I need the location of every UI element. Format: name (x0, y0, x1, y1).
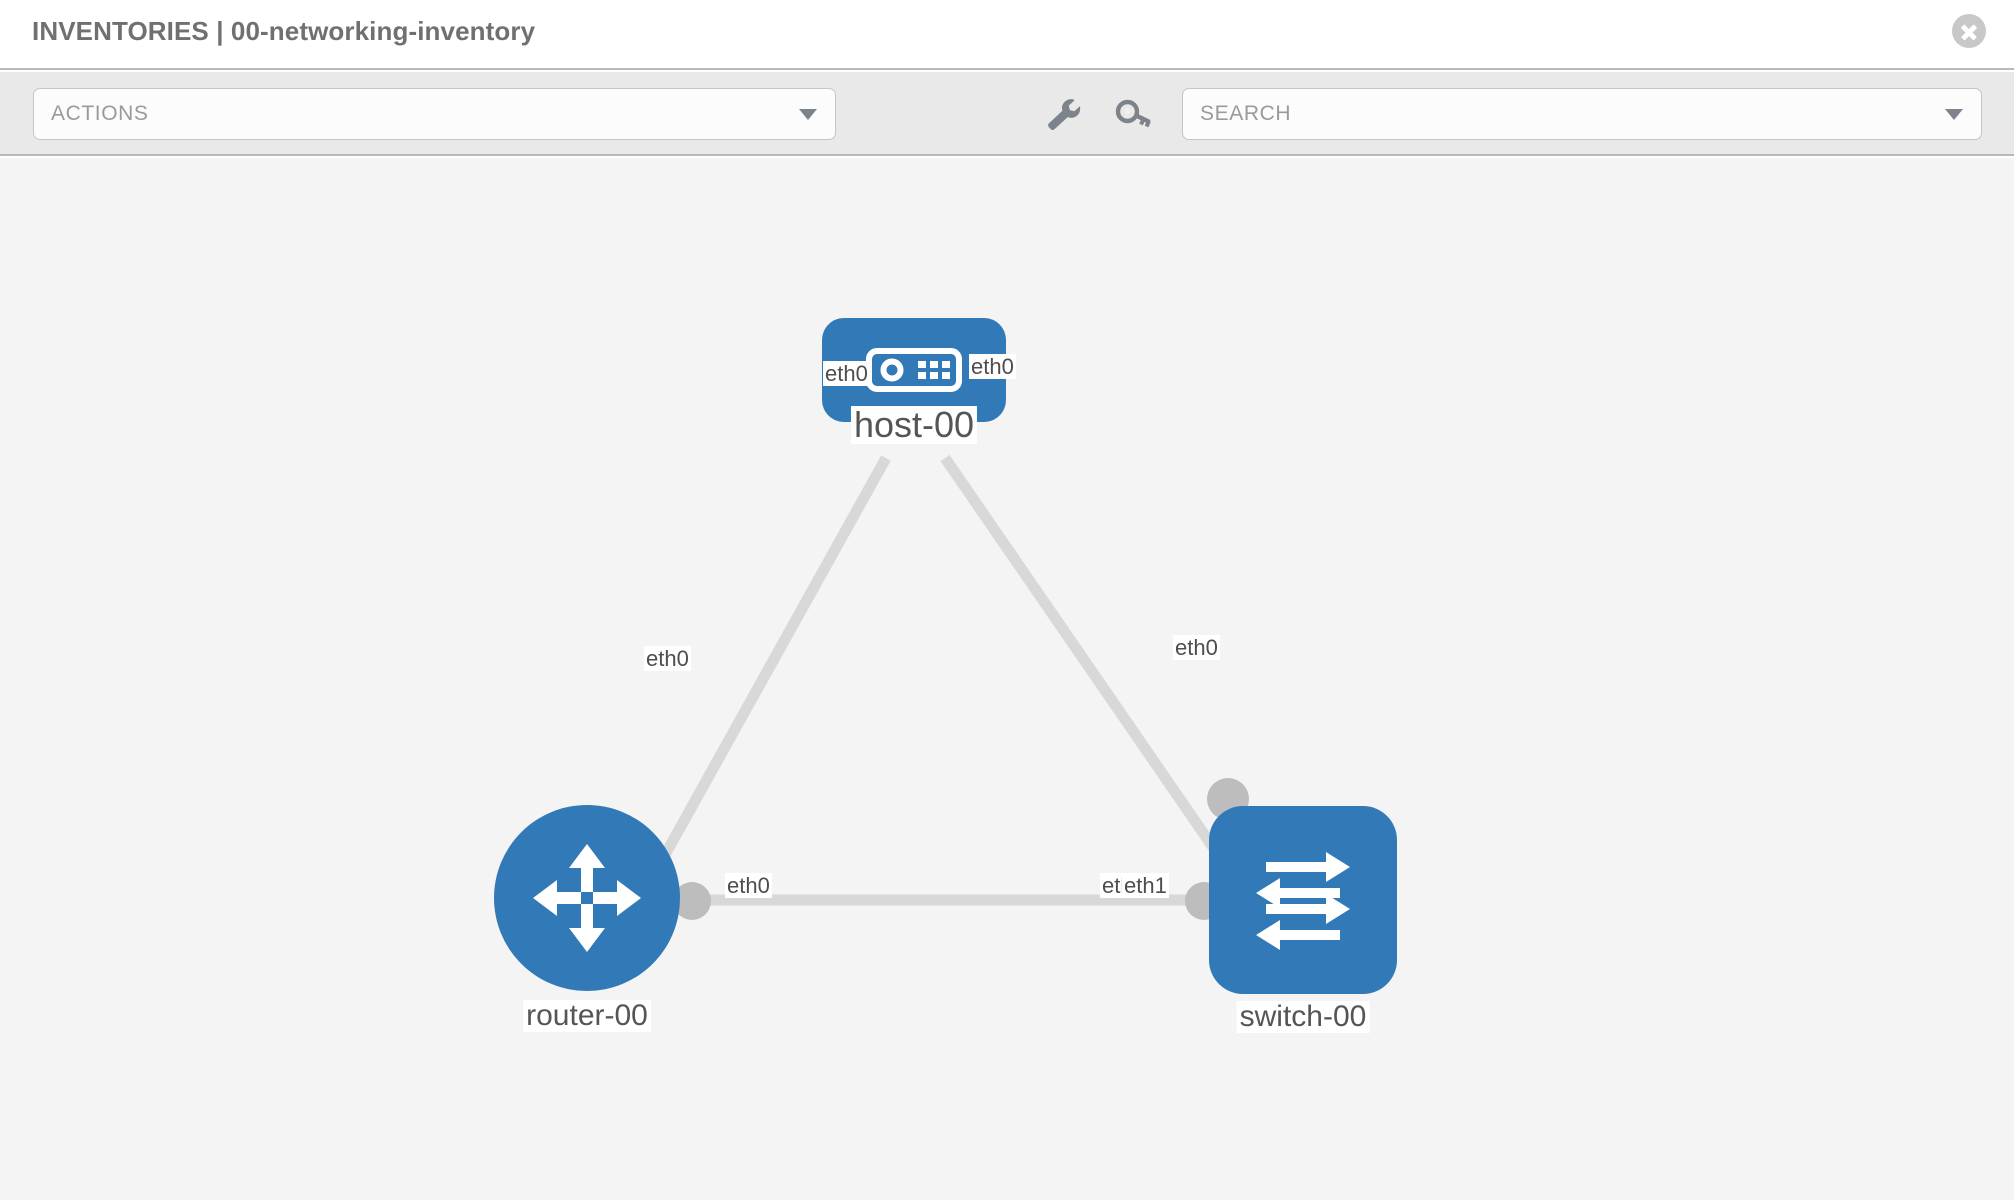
edge-label-host-right: eth0 (969, 354, 1016, 380)
search-input[interactable]: SEARCH (1182, 88, 1982, 140)
toolbar: ACTIONS SEARCH (0, 72, 2014, 156)
wrench-icon-svg (1048, 99, 1081, 131)
topology-node-host-00[interactable]: host-00 (822, 318, 1006, 444)
edge-host-switch (940, 454, 1253, 902)
actions-dropdown-label: ACTIONS (51, 102, 149, 125)
router-node-shape[interactable] (494, 805, 680, 991)
key-icon-svg (1115, 99, 1151, 128)
topology-node-switch-00[interactable]: switch-00 (1209, 806, 1397, 1033)
edge-router-host (646, 455, 891, 883)
actions-dropdown[interactable]: ACTIONS (33, 88, 836, 140)
host-node-label: host-00 (850, 406, 978, 444)
topology-edges (646, 454, 1253, 906)
server-icon (866, 348, 962, 392)
close-icon[interactable] (1952, 14, 1986, 48)
chevron-down-icon (1945, 108, 1963, 120)
edge-label-switch-left: eth1 (1122, 873, 1169, 899)
wrench-icon[interactable] (1043, 96, 1083, 134)
edge-label-router-up: eth0 (644, 646, 691, 672)
topology-canvas[interactable]: host-00 router-00 (0, 158, 2014, 1200)
page-header: INVENTORIES | 00-networking-inventory (0, 0, 2014, 70)
switch-node-label: switch-00 (1236, 1001, 1370, 1033)
key-icon[interactable] (1114, 96, 1154, 134)
topology-node-router-00[interactable]: router-00 (494, 805, 680, 1032)
edge-label-router-right: eth0 (725, 873, 772, 899)
edge-label-switch-up: eth0 (1173, 635, 1220, 661)
switch-node-shape[interactable] (1209, 806, 1397, 994)
page-title: INVENTORIES | 00-networking-inventory (32, 16, 536, 46)
switch-icon (1256, 852, 1350, 950)
search-input-value: SEARCH (1200, 102, 1292, 125)
router-node-label: router-00 (523, 1000, 651, 1032)
chevron-down-icon (799, 108, 817, 120)
router-icon (533, 844, 641, 952)
edge-label-host-left: eth0 (823, 361, 870, 387)
